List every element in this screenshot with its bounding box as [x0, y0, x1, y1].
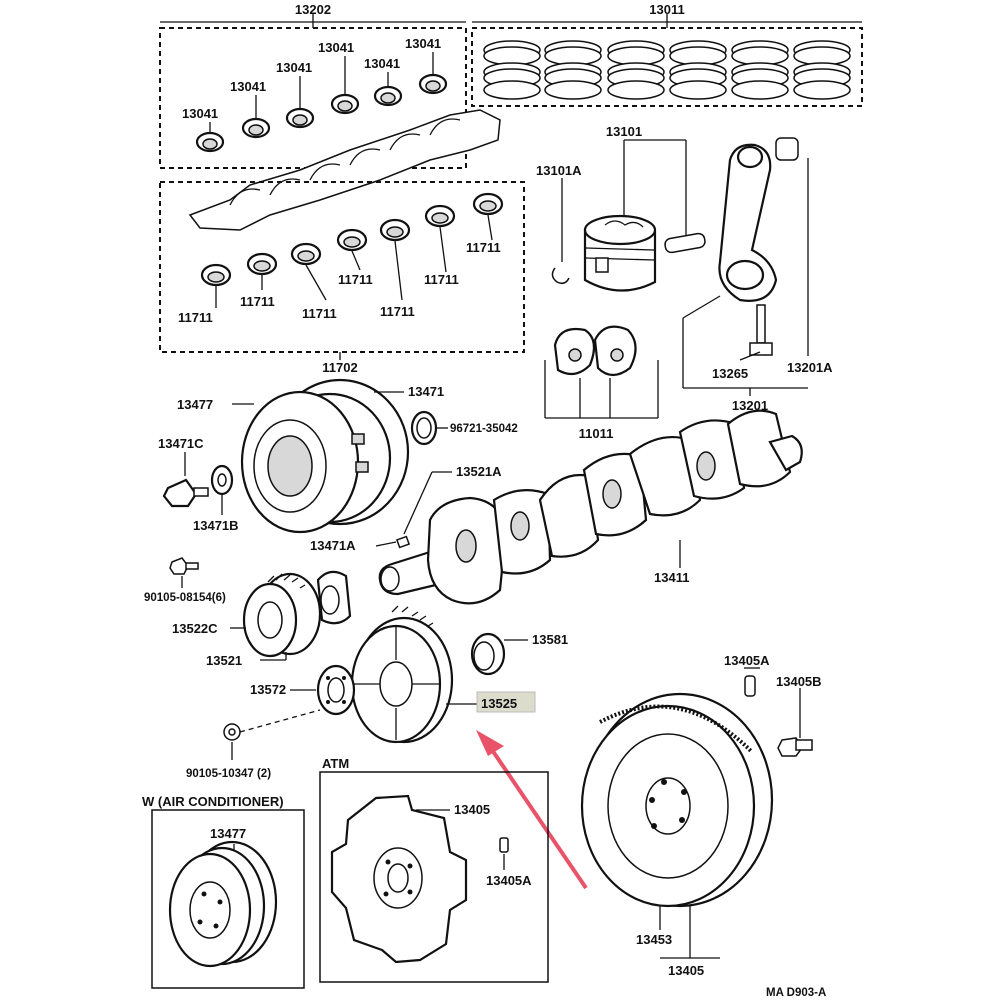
- label-13101A: 13101A: [536, 163, 582, 178]
- label-13405-bottom: 13405: [668, 963, 704, 978]
- label-13202: 13202: [295, 2, 331, 17]
- bearing-shells-top: [195, 73, 448, 153]
- flywheel-13405: 13453 13405: [580, 692, 774, 978]
- label-13405B: 13405B: [776, 674, 822, 689]
- label-13041-6: 13041: [405, 36, 441, 51]
- snap-ring-13101A: [551, 267, 570, 285]
- plug-13581: 13581: [470, 632, 568, 676]
- crank-key-13521A: 13521A 13471A: [310, 464, 502, 553]
- pulley-bolt-13471C: 13471C 13471B: [158, 436, 239, 533]
- diagram-reference: MA D903-A: [766, 987, 826, 999]
- label-11711-2: 11711: [240, 294, 275, 309]
- label-13581: 13581: [532, 632, 568, 647]
- label-13411: 13411: [654, 570, 689, 585]
- label-13041-5: 13041: [364, 56, 400, 71]
- ring-stacks: [483, 40, 851, 100]
- crankshaft-gear-13521: 13522C 13521: [172, 570, 352, 668]
- label-13041-1: 13041: [182, 106, 218, 121]
- label-13201: 13201: [732, 398, 768, 413]
- label-13265: 13265: [712, 366, 748, 381]
- piston-ring-set-13011: 13011: [471, 2, 863, 107]
- dowel-bolt-13405: 13405A 13405B: [724, 653, 822, 757]
- label-13041-4: 13041: [318, 40, 354, 55]
- label-13041-2: 13041: [230, 79, 266, 94]
- label-13572: 13572: [250, 682, 286, 697]
- main-bearing-shells: [200, 192, 504, 287]
- label-13101: 13101: [606, 124, 642, 139]
- label-11711-1: 11711: [178, 310, 213, 325]
- air-conditioner-inset: W (AIR CONDITIONER) 13477: [142, 794, 305, 989]
- rod-bolt-13265: [749, 304, 773, 356]
- main-bearing-set-11702: 11711 11711 11711 11711 11711 11711 1171…: [159, 181, 525, 375]
- piston-pin: [664, 232, 706, 254]
- label-13011: 13011: [649, 2, 684, 17]
- label-13471: 13471: [408, 384, 444, 399]
- label-air-conditioner: W (AIR CONDITIONER): [142, 794, 284, 809]
- bolt-90105-10347: 90105-10347 (2): [186, 709, 321, 780]
- piston-conrod-group: 13101 13101A 13265 13201A 13201: [536, 124, 833, 413]
- label-13405-atm: 13405: [454, 802, 490, 817]
- crankshaft-13411: 13411: [378, 409, 803, 605]
- label-11702: 11702: [322, 360, 357, 375]
- bearing-set-13202: 13202 13041 13041 13041 13041 13041 1304…: [159, 2, 501, 231]
- label-11711-5: 11711: [380, 304, 415, 319]
- label-11711-6: 11711: [424, 272, 459, 287]
- label-11011: 11011: [579, 426, 614, 441]
- highlight-box-13525: [476, 691, 536, 713]
- label-90105-10347: 90105-10347 (2): [186, 768, 271, 780]
- connecting-rod: [718, 137, 799, 302]
- label-96721-35042: 96721-35042: [450, 423, 518, 435]
- label-13521A: 13521A: [456, 464, 502, 479]
- label-13041-3: 13041: [276, 60, 312, 75]
- label-13521: 13521: [206, 653, 242, 668]
- thrust-washers-11011: 11011: [544, 325, 659, 441]
- piston-13101: [583, 214, 657, 292]
- label-13525: 13525: [481, 696, 517, 711]
- crankshaft-pulley-13477: 13477 13471 96721-35042: [177, 378, 518, 534]
- bolt-90105-08154: 90105-08154(6): [144, 557, 226, 604]
- label-13453: 13453: [636, 932, 672, 947]
- label-13201A: 13201A: [787, 360, 833, 375]
- label-90105-08154: 90105-08154(6): [144, 592, 226, 604]
- highlight-arrow: [476, 730, 588, 890]
- atm-inset: ATM 13405 13405A: [319, 756, 549, 983]
- label-13405A-atm: 13405A: [486, 873, 532, 888]
- label-11711-3: 11711: [302, 306, 337, 321]
- label-atm: ATM: [322, 756, 349, 771]
- label-11711-7: 11711: [466, 240, 501, 255]
- label-13471A: 13471A: [310, 538, 356, 553]
- label-13477-ac: 13477: [210, 826, 246, 841]
- gear-13525: 13525: [350, 605, 536, 744]
- label-13477-top: 13477: [177, 397, 213, 412]
- label-13522C: 13522C: [172, 621, 218, 636]
- label-13471B: 13471B: [193, 518, 239, 533]
- label-13405A-top: 13405A: [724, 653, 770, 668]
- label-13471C: 13471C: [158, 436, 204, 451]
- label-11711-4: 11711: [338, 272, 373, 287]
- flange-13572: 13572: [250, 664, 356, 716]
